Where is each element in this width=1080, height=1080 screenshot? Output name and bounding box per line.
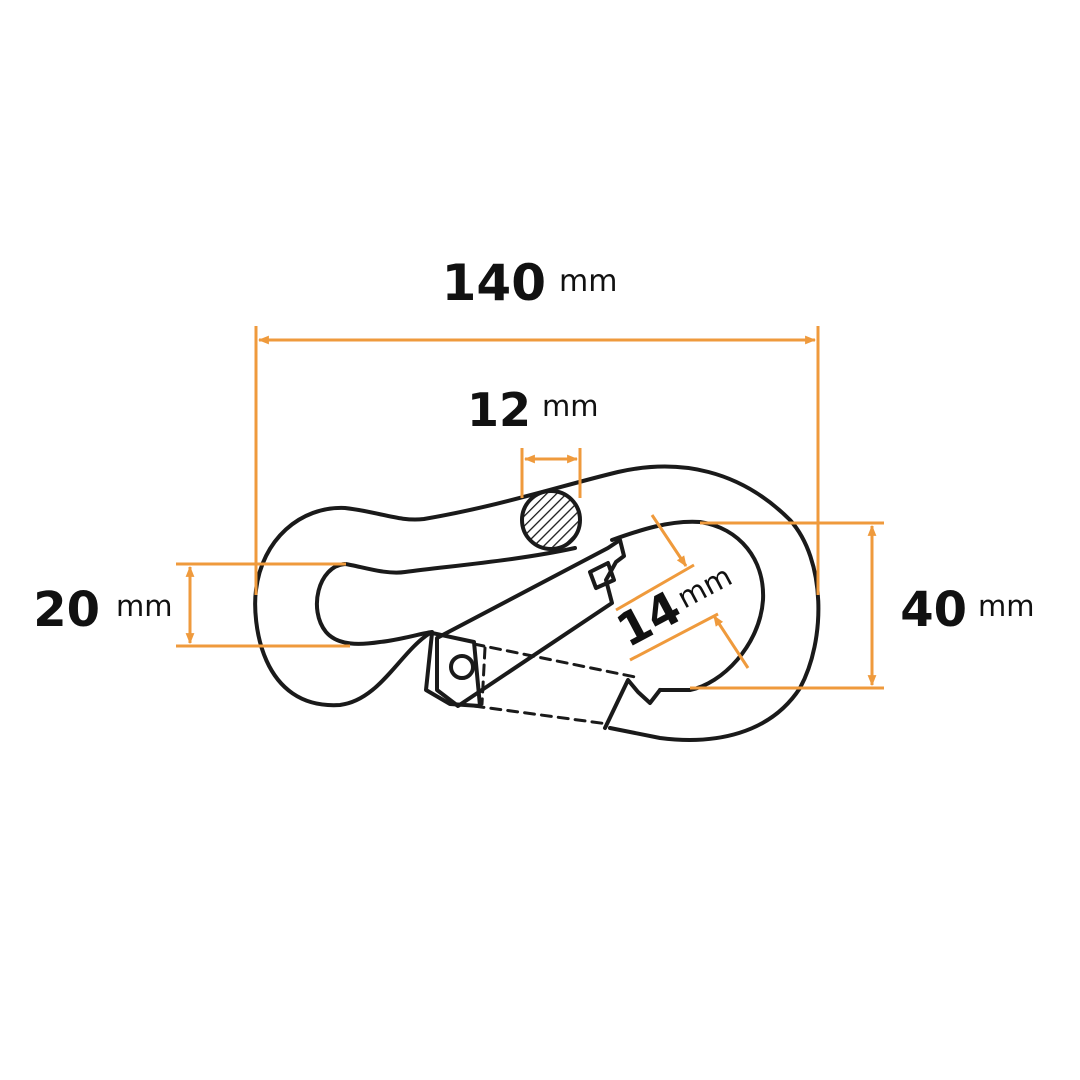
gate-opening-unit: mm bbox=[672, 559, 738, 616]
large-eye-unit: mm bbox=[978, 589, 1035, 623]
gate-latch-notch bbox=[588, 561, 616, 590]
inner-contour-large-eye bbox=[610, 519, 766, 692]
gate-opening-arrow-lower bbox=[712, 615, 750, 669]
overall-length-unit: mm bbox=[559, 264, 617, 299]
hinge-housing bbox=[424, 631, 482, 708]
outer-contour bbox=[253, 464, 821, 742]
inner-contour-small-eye bbox=[314, 546, 577, 646]
gate-nose-hook bbox=[603, 678, 662, 730]
gate-opening-arrow-upper bbox=[650, 514, 688, 567]
large-eye-value: 40 bbox=[900, 582, 967, 638]
dimension-lines bbox=[176, 326, 884, 690]
small-eye-value: 20 bbox=[33, 582, 100, 638]
wire-diameter-value: 12 bbox=[467, 383, 531, 437]
dimension-labels: 140 mm 12 mm 20 mm 40 mm 14 mm bbox=[33, 254, 1034, 658]
hidden-spring bbox=[472, 642, 642, 726]
overall-length-value: 140 bbox=[442, 254, 546, 312]
carabiner-outline bbox=[253, 464, 821, 742]
small-eye-unit: mm bbox=[116, 589, 173, 623]
gate-opening-extension-upper bbox=[615, 563, 695, 612]
gate-opening-extension-lower bbox=[629, 612, 719, 662]
wire-cross-section bbox=[520, 489, 582, 551]
wire-diameter-unit: mm bbox=[542, 389, 599, 423]
pivot-rivet bbox=[449, 654, 475, 680]
